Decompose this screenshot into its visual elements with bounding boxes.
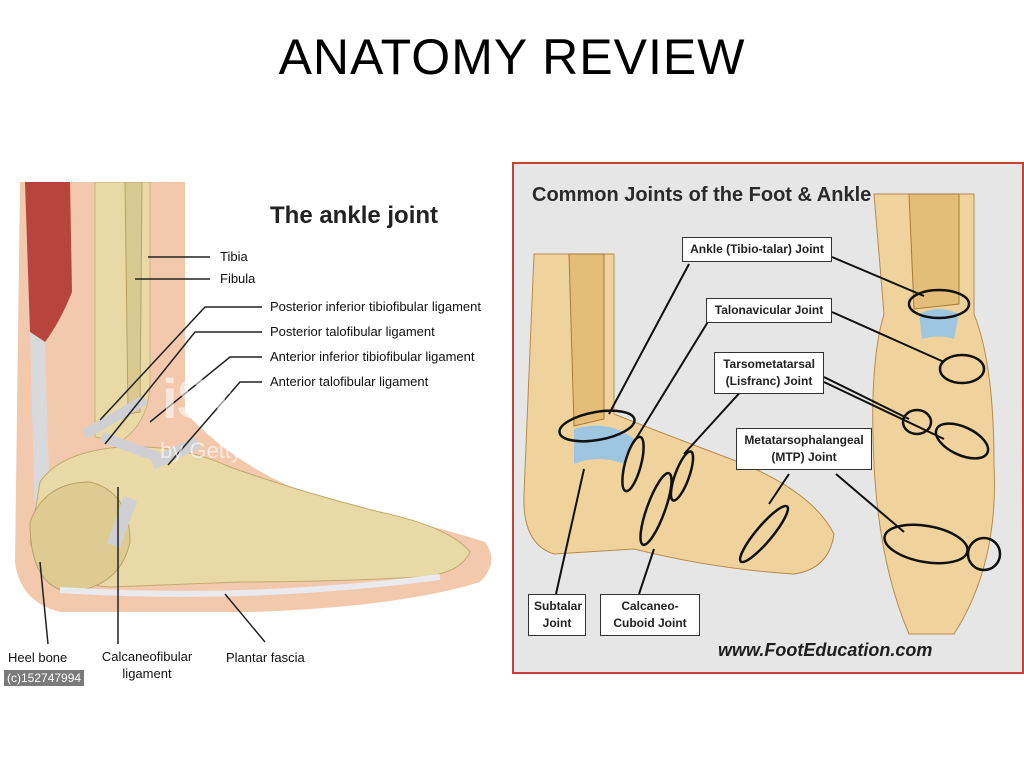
stock-image-id: (c)152747994: [4, 670, 85, 686]
ankle-illustration: [15, 182, 492, 645]
box-ankle-joint: Ankle (Tibio-talar) Joint: [682, 237, 832, 262]
joint-connectors: [555, 256, 945, 595]
ankle-joint-figure: The ankle joint iStock by Getty Images T…: [0, 182, 500, 698]
slide-title: ANATOMY REVIEW: [278, 29, 746, 85]
achilles-tendon: [30, 332, 50, 522]
foot-bones: [29, 446, 471, 588]
getty-watermark: by Getty Images: [160, 438, 321, 463]
foot-joints-illustration: [523, 193, 1002, 635]
label-heel-bone: Heel bone: [8, 650, 68, 665]
label-tibia: Tibia: [220, 249, 248, 264]
box-talonavicular-joint: Talonavicular Joint: [706, 298, 832, 323]
joint-highlights: [558, 288, 1002, 572]
ligament-2: [100, 432, 160, 462]
front-foot: [872, 193, 995, 635]
calf-muscle: [25, 182, 72, 342]
label-post-talofibular: Posterior talofibular ligament: [270, 324, 435, 339]
website-credit: www.FootEducation.com: [718, 640, 933, 660]
ligament-1: [82, 395, 148, 439]
label-ant-talofibular: Anterior talofibular ligament: [270, 374, 429, 389]
leader-lines: [39, 256, 266, 645]
label-post-inf-tibiofibular: Posterior inferior tibiofibular ligament: [270, 299, 481, 314]
box-mtp-joint: Metatarsophalangeal (MTP) Joint: [736, 428, 872, 470]
fibula-bone: [124, 182, 143, 415]
label-calcaneofibular: Calcaneofibular ligament: [101, 649, 193, 681]
heel-bone-shape: [29, 481, 131, 593]
front-cartilage: [919, 309, 959, 339]
label-fibula: Fibula: [220, 271, 256, 286]
plantar-fascia-band: [59, 574, 441, 597]
ligament-3: [149, 436, 201, 470]
ankle-figure-title: The ankle joint: [270, 202, 439, 229]
label-ant-inf-tibiofibular: Anterior inferior tibiofibular ligament: [270, 349, 475, 364]
istock-watermark: iStock: [162, 367, 325, 430]
box-tarsometatarsal-joint: Tarsometatarsal (Lisfranc) Joint: [714, 352, 824, 394]
box-calcaneo-cuboid-joint: Calcaneo-Cuboid Joint: [600, 594, 700, 636]
foot-joints-title: Common Joints of the Foot & Ankle: [532, 184, 872, 206]
box-subtalar-joint: Subtalar Joint: [528, 594, 586, 636]
label-plantar-fascia: Plantar fascia: [226, 650, 305, 665]
foot-joints-figure: Common Joints of the Foot & Ankle Ankle …: [512, 162, 1024, 674]
ligament-4: [106, 496, 138, 548]
front-tibia: [908, 193, 960, 310]
lateral-tibia: [568, 253, 605, 427]
